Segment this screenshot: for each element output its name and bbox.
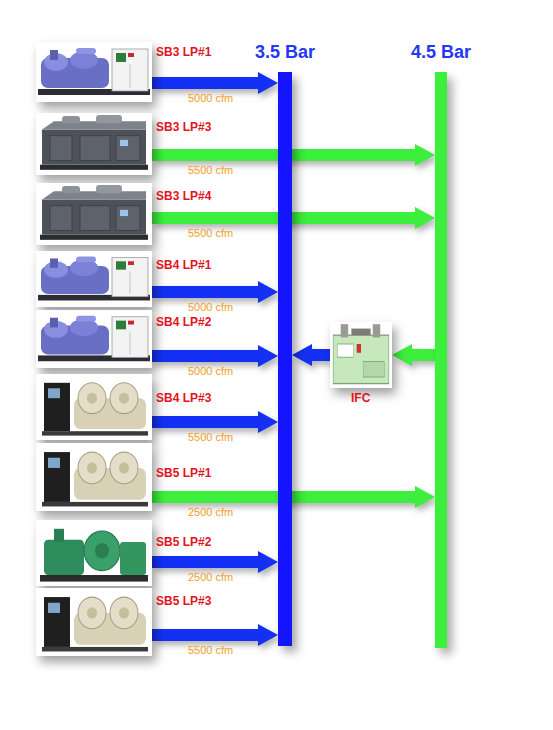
compressor-box: SB3 LP#1 — [36, 42, 152, 102]
flow-arrow — [292, 344, 330, 366]
flow-arrow — [152, 72, 278, 94]
arrow-part — [258, 624, 278, 646]
flow-arrow — [152, 624, 278, 646]
ifc-unit: IFC — [330, 322, 392, 388]
unit-label: SB5 LP#2 — [156, 536, 211, 550]
flow-label: 5500 cfm — [188, 431, 233, 444]
machine-picture — [330, 322, 392, 388]
compressor-box: SB4 LP#1 — [36, 251, 152, 307]
flow-arrow — [152, 345, 278, 367]
flow-arrow — [152, 551, 278, 573]
compressor-box: SB4 LP#2 — [36, 310, 152, 368]
flow-label: 5000 cfm — [188, 92, 233, 105]
compressor-box: SB5 LP#3 — [36, 588, 152, 656]
arrow-part — [415, 144, 435, 166]
flow-arrow — [392, 344, 435, 366]
compressor-box: SB3 LP#3 — [36, 113, 152, 175]
arrow-part — [258, 281, 278, 303]
flow-arrow — [152, 411, 278, 433]
flow-label: 5500 cfm — [188, 644, 233, 657]
flow-label: 2500 cfm — [188, 506, 233, 519]
arrow-part — [292, 344, 312, 366]
unit-label: SB3 LP#3 — [156, 121, 211, 135]
flow-arrow — [152, 281, 278, 303]
flow-arrow — [152, 207, 435, 229]
arrow-part — [152, 350, 258, 362]
header-title: 4.5 Bar — [411, 42, 471, 63]
arrow-part — [415, 207, 435, 229]
unit-label: SB4 LP#1 — [156, 259, 211, 273]
arrow-part — [258, 345, 278, 367]
unit-label: SB3 LP#4 — [156, 190, 211, 204]
machine-picture — [36, 183, 152, 245]
arrow-part — [392, 344, 412, 366]
arrow-part — [312, 349, 330, 361]
unit-label: SB4 LP#2 — [156, 316, 211, 330]
machine-picture — [36, 520, 152, 586]
arrow-part — [415, 486, 435, 508]
flow-label: 5500 cfm — [188, 227, 233, 240]
compressor-box: SB3 LP#4 — [36, 183, 152, 245]
arrow-part — [258, 72, 278, 94]
unit-label: IFC — [351, 392, 370, 406]
arrow-part — [152, 416, 258, 428]
machine-picture — [36, 113, 152, 175]
arrow-part — [152, 556, 258, 568]
arrow-part — [152, 286, 258, 298]
arrow-part — [258, 551, 278, 573]
flow-label: 5500 cfm — [188, 164, 233, 177]
compressor-box: SB5 LP#1 — [36, 443, 152, 511]
unit-label: SB5 LP#3 — [156, 595, 211, 609]
compressor-box: SB5 LP#2 — [36, 520, 152, 586]
arrow-part — [412, 349, 435, 361]
machine-picture — [36, 588, 152, 656]
unit-label: SB4 LP#3 — [156, 392, 211, 406]
header-bar: 3.5 Bar — [278, 72, 292, 646]
header-title: 3.5 Bar — [255, 42, 315, 63]
header-bar: 4.5 Bar — [435, 72, 447, 648]
arrow-part — [152, 77, 258, 89]
flow-label: 5000 cfm — [188, 301, 233, 314]
arrow-part — [152, 629, 258, 641]
arrow-part — [258, 411, 278, 433]
machine-picture — [36, 374, 152, 440]
flow-label: 5000 cfm — [188, 365, 233, 378]
machine-picture — [36, 251, 152, 307]
unit-label: SB3 LP#1 — [156, 46, 211, 60]
machine-picture — [36, 310, 152, 368]
machine-picture — [36, 443, 152, 511]
unit-label: SB5 LP#1 — [156, 467, 211, 481]
flow-label: 2500 cfm — [188, 571, 233, 584]
compressor-box: SB4 LP#3 — [36, 374, 152, 440]
machine-picture — [36, 42, 152, 102]
flow-arrow — [152, 144, 435, 166]
flow-arrow — [152, 486, 435, 508]
